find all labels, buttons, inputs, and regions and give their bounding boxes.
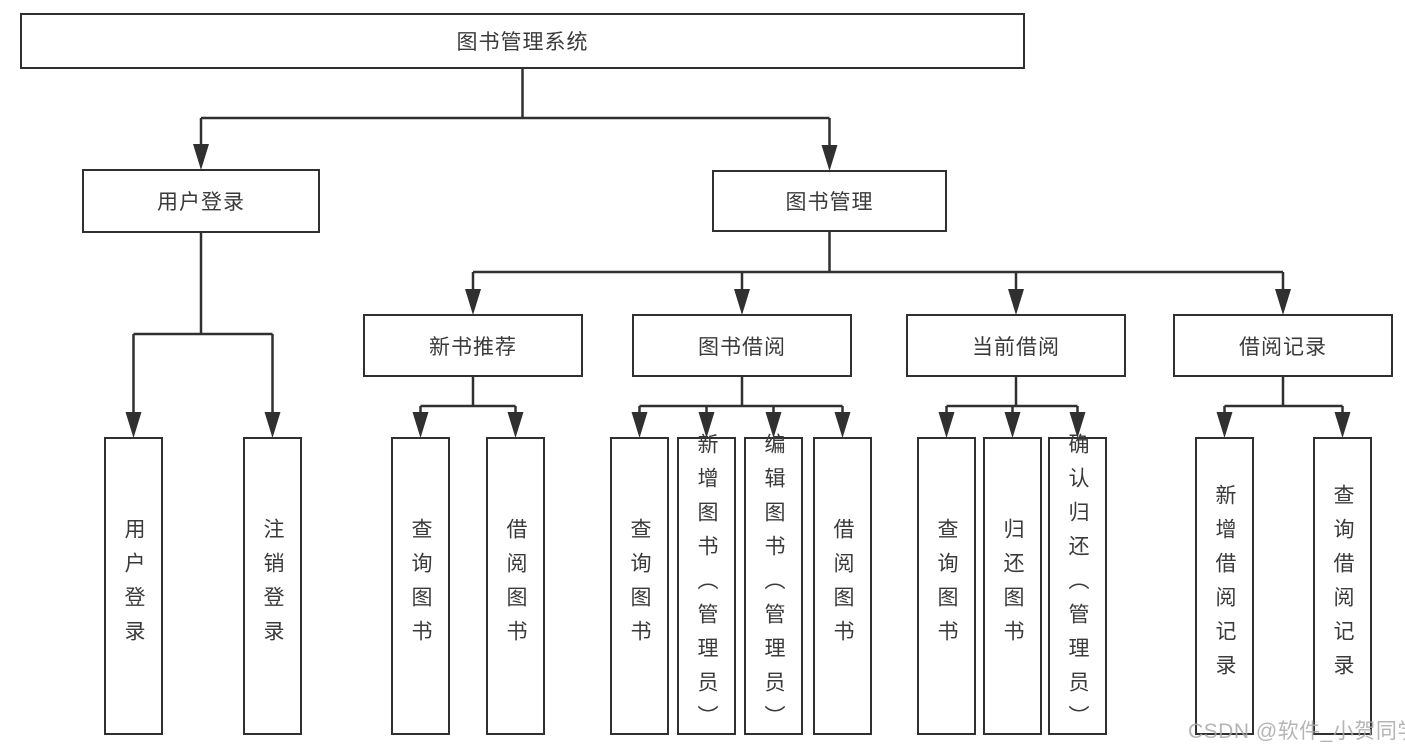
node-leaf-bb-query: 查询图书: [610, 437, 669, 735]
connector-path-user-login: [132, 233, 274, 428]
connector-user-login: [125, 233, 281, 438]
node-label-leaf-bb-borrow: 借阅图书: [831, 518, 855, 654]
connector-path-current-borrow: [945, 377, 1079, 428]
node-label-leaf-bb-query: 查询图书: [628, 518, 652, 654]
connector-book-mgmt: [465, 232, 1291, 315]
connector-current-borrow: [938, 377, 1086, 438]
connector-path-book-borrow: [638, 377, 844, 428]
node-label-leaf-rec-query: 查询图书: [409, 518, 433, 654]
connector-borrow-records: [1216, 377, 1351, 438]
node-leaf-br-add: 新增借阅记录: [1195, 437, 1254, 735]
node-book-borrow: 图书借阅: [632, 314, 852, 377]
node-label-leaf-user-login: 用户登录: [122, 518, 146, 654]
node-label-leaf-cb-confirm: 确认归还（管理员）: [1066, 433, 1090, 739]
node-leaf-logout: 注销登录: [243, 437, 302, 735]
node-leaf-rec-borrow: 借阅图书: [486, 437, 545, 735]
connector-book-borrow: [631, 377, 851, 438]
connector-new-book-rec: [412, 377, 524, 438]
node-label-leaf-bb-edit: 编辑图书（管理员）: [762, 433, 786, 739]
node-label-root: 图书管理系统: [456, 31, 589, 54]
node-leaf-cb-query: 查询图书: [917, 437, 976, 735]
node-label-current-borrow: 当前借阅: [972, 335, 1060, 359]
node-new-book-rec: 新书推荐: [363, 314, 583, 377]
node-leaf-cb-return: 归还图书: [983, 437, 1042, 735]
node-book-mgmt: 图书管理: [712, 170, 947, 232]
node-leaf-br-query: 查询借阅记录: [1313, 437, 1372, 735]
node-label-borrow-records: 借阅记录: [1239, 335, 1327, 359]
connector-path-new-book-rec: [419, 377, 517, 428]
node-label-leaf-cb-return: 归还图书: [1001, 518, 1025, 654]
node-label-new-book-rec: 新书推荐: [429, 335, 517, 359]
node-borrow-records: 借阅记录: [1173, 314, 1393, 377]
connector-path-book-mgmt: [471, 232, 1285, 305]
node-leaf-bb-add: 新增图书（管理员）: [677, 433, 736, 739]
node-label-leaf-br-query: 查询借阅记录: [1331, 484, 1355, 688]
node-label-user-login: 用户登录: [157, 191, 245, 214]
node-user-login: 用户登录: [82, 169, 320, 233]
node-leaf-rec-query: 查询图书: [391, 437, 450, 735]
node-leaf-bb-edit: 编辑图书（管理员）: [744, 433, 803, 739]
watermark: CSDN @软件_小贺同学: [1188, 720, 1405, 743]
node-leaf-cb-confirm: 确认归还（管理员）: [1048, 433, 1107, 739]
node-leaf-user-login: 用户登录: [104, 437, 163, 735]
node-label-leaf-bb-add: 新增图书（管理员）: [695, 433, 719, 739]
node-root: 图书管理系统: [20, 13, 1025, 69]
node-leaf-bb-borrow: 借阅图书: [813, 437, 872, 735]
node-label-book-mgmt: 图书管理: [785, 191, 874, 214]
node-label-leaf-rec-borrow: 借阅图书: [504, 518, 528, 654]
node-label-leaf-cb-query: 查询图书: [935, 518, 959, 654]
connector-root: [193, 69, 838, 171]
connector-path-borrow-records: [1223, 377, 1344, 428]
node-current-borrow: 当前借阅: [906, 314, 1126, 377]
connector-path-root: [199, 69, 831, 161]
node-label-book-borrow: 图书借阅: [698, 335, 786, 359]
node-label-leaf-br-add: 新增借阅记录: [1213, 484, 1237, 688]
node-label-leaf-logout: 注销登录: [261, 518, 285, 654]
